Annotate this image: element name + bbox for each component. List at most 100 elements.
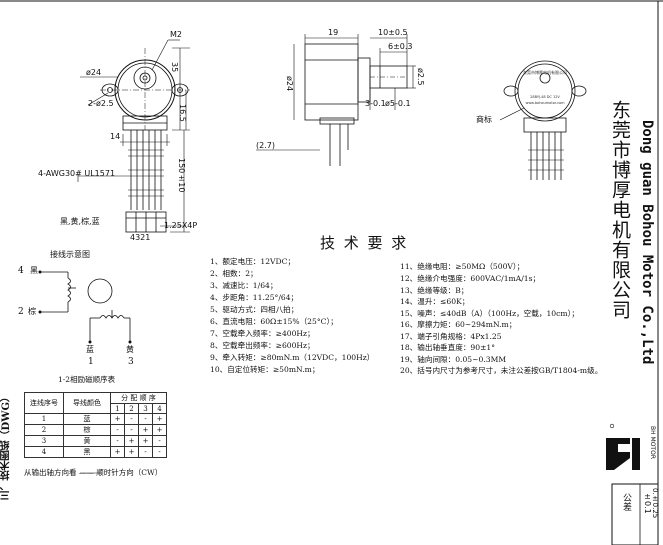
table-cell: - (110, 424, 125, 436)
front-view-motor (100, 48, 190, 233)
trademark-label: 商标 (476, 115, 492, 124)
wire-brown-label: 棕 (28, 307, 36, 316)
table-cell: - (124, 413, 139, 425)
spec-item: 5、驱动方式：四相八拍； (210, 305, 299, 314)
table-step: 3 (138, 403, 153, 414)
table-step: 1 (110, 403, 125, 414)
table-row: 2 棕 - - + + (24, 424, 167, 436)
side-dim-flat: ø2.5 (416, 68, 425, 86)
sequence-title: 1-2相励磁顺序表 (58, 375, 116, 384)
side-dim-2-7: (2.7) (256, 141, 275, 150)
side-dim-shaft-a: 3-0.1 (365, 99, 386, 108)
company-name-en: Dong guan Bohou Motor Co.,Ltd (639, 120, 655, 365)
front-dim-35: 35 (170, 62, 179, 73)
spec-item: 19、轴向间隙：0.05~0.3MM (400, 355, 507, 364)
spec-item: 15、噪声：≤40dB（A）（100Hz，空载，10cm）； (400, 309, 579, 318)
spec-item: 12、绝缘介电强度：600VAC/1mA/1s； (400, 274, 541, 283)
front-dim-150: 150±10 (177, 158, 186, 193)
table-row: 4 黑 + + - - (24, 446, 167, 458)
spec-item: 7、空载牵入频率：≥400Hz； (210, 329, 315, 338)
table-cell: + (124, 435, 139, 447)
front-screw-label: M2 (170, 30, 182, 39)
table-cell: + (152, 424, 167, 436)
connector-label: 1.25X4P (164, 221, 198, 230)
wire-yellow-num: 3 (128, 357, 134, 367)
spec-item: 9、牵入转矩：≥80mN.m（12VDC，100Hz） (210, 353, 375, 362)
table-cell: + (124, 446, 139, 458)
side-dim-19: 19 (328, 28, 339, 37)
table-header-seq: 连线序号 (24, 392, 64, 414)
front-dim-14: 14 (110, 132, 121, 141)
spec-item: 11、绝缘电阻：≥50MΩ（500V）； (400, 262, 525, 271)
spec-title: 技 术 要 求 (320, 234, 409, 252)
spec-item: 18、输出轴垂直度：90±1° (400, 343, 496, 352)
table-cell: + (138, 435, 153, 447)
excitation-sequence-table: 连线序号 导线颜色 分 配 顺 序 1 2 3 4 1 蓝 + - - + 2 … (24, 392, 167, 458)
spec-item: 14、温升：≤60K； (400, 297, 470, 306)
wire-black-label: 黑 (30, 266, 38, 275)
table-cell: 1 (24, 413, 64, 425)
wire-yellow-label: 黄 (126, 345, 134, 354)
wire-brown-num: 2 (18, 307, 24, 317)
side-dim-dia24: ø24 (285, 76, 294, 92)
spec-item: 20、括号内尺寸为参考尺寸，未注公差按GB/T1804-m级。 (400, 366, 603, 375)
wire-spec-label: 4-AWG30# UL1571 (38, 169, 116, 178)
spec-item: 10、自定位转矩：≥50mN.m； (210, 365, 320, 374)
table-cell: + (110, 413, 125, 425)
table-cell: 3 (24, 435, 64, 447)
side-dim-6: 6±0.3 (388, 42, 413, 51)
svg-text:www.bohoumotor.com: www.bohoumotor.com (525, 101, 565, 105)
table-cell: - (152, 435, 167, 447)
spec-item: 2、相数：2； (210, 269, 258, 278)
tolerance-value-2: 0.±0.25 (651, 488, 659, 519)
spec-item: 6、直流电阻：60Ω±15%（25°C）； (210, 317, 338, 326)
spec-item: 8、空载牵出频率：≥600Hz； (210, 341, 315, 350)
table-cell: + (110, 446, 125, 458)
svg-text:28BYJ-48 DC 12V: 28BYJ-48 DC 12V (530, 95, 560, 99)
rotation-note: 从输出轴方向看 —— 顺时针方向（CW） (24, 468, 163, 477)
table-cell: - (110, 435, 125, 447)
spec-item: 17、端子引角规格：4Px1.25 (400, 332, 502, 341)
table-cell: - (138, 413, 153, 425)
spec-item: 1、额定电压：12VDC； (210, 257, 296, 266)
table-cell: - (152, 446, 167, 458)
table-step: 2 (124, 403, 139, 414)
table-row: 3 黄 - + + - (24, 435, 167, 447)
side-view-motor (304, 43, 408, 166)
table-cell: + (138, 424, 153, 436)
wire-colors-label: 黑,黄,棕,蓝 (60, 217, 100, 226)
table-header-color: 导线颜色 (63, 392, 111, 414)
table-cell: 2 (24, 424, 64, 436)
table-cell: 4 (24, 446, 64, 458)
front-dim-16-5: 16.5 (178, 104, 187, 122)
table-cell: 棕 (63, 424, 111, 436)
spec-item: 16、摩擦力矩：60~294mN.m； (400, 320, 517, 329)
pin-order-label: 4321 (130, 233, 151, 242)
spec-item: 4、步距角：11.25°/64； (210, 293, 299, 302)
front-dia-label: ø24 (86, 68, 102, 77)
tolerance-value-1: ±0.1 (643, 492, 652, 514)
spec-item: 3、减速比：1/64； (210, 281, 278, 290)
table-cell: - (138, 446, 153, 458)
spec-item: 13、绝缘等级：B； (400, 286, 469, 295)
table-cell: - (124, 424, 139, 436)
table-header-order: 分 配 顺 序 (110, 392, 167, 404)
svg-text:东莞市博厚电机有限公司: 东莞市博厚电机有限公司 (523, 69, 567, 75)
dwg-side-label: 三、技术图纸（DWG） (1, 392, 12, 501)
table-cell: 黄 (63, 435, 111, 447)
wire-blue-label: 蓝 (86, 345, 94, 354)
table-step: 4 (152, 403, 167, 414)
front-hole-label: 2-ø2.5 (88, 99, 114, 108)
bh-motor-logo (606, 423, 640, 470)
side-dim-10: 10±0.5 (378, 28, 408, 37)
table-cell: 蓝 (63, 413, 111, 425)
wire-blue-num: 1 (88, 357, 94, 367)
table-cell: + (152, 413, 167, 425)
table-cell: 黑 (63, 446, 111, 458)
label-view-motor (499, 60, 587, 180)
wiring-schematic (40, 271, 131, 342)
wire-black-num: 4 (18, 266, 24, 276)
logo-text: BH MOTOR (649, 426, 656, 459)
company-name-cn: 东莞市博厚电机有限公司 (609, 100, 631, 320)
